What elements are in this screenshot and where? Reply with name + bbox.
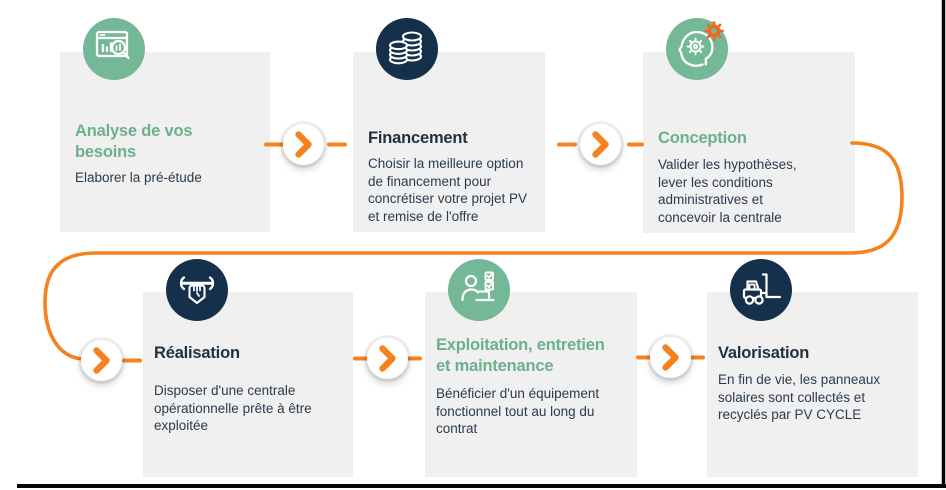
step-title: Réalisation <box>154 344 240 362</box>
step-icon-bubble <box>166 259 228 321</box>
step-title: Exploitation, entretien et maintenance <box>436 336 605 375</box>
step-card-financement: Financement Choisir la meilleure option … <box>353 18 545 232</box>
step-title: Analyse de vos besoins <box>75 122 193 161</box>
step-title: Conception <box>658 129 747 147</box>
coins-icon <box>388 31 423 65</box>
wrench-fist-icon <box>179 276 215 305</box>
flow-arrow-node-3 <box>81 340 122 381</box>
step-card-conception: Conception Valider les hypothèses, lever… <box>643 18 855 233</box>
chevron-right-icon <box>592 131 609 158</box>
chevron-right-icon <box>93 347 110 374</box>
step-description: Choisir la meilleure option de financeme… <box>368 156 528 224</box>
step-card-analyse: Analyse de vos besoins Elaborer la pré-é… <box>60 18 270 232</box>
step-card-realisation: Réalisation Disposer d'une centrale opér… <box>143 259 353 477</box>
chart-magnifier-icon <box>95 30 130 60</box>
step-icon-bubble <box>730 259 792 321</box>
step-description: En fin de vie, les panneaux solaires son… <box>718 372 881 422</box>
step-title: Valorisation <box>718 344 810 362</box>
step-description: Elaborer la pré-étude <box>75 170 202 185</box>
flow-arrow-node-5 <box>650 337 691 378</box>
chevron-right-icon <box>295 131 312 158</box>
step-icon-bubble <box>83 18 145 80</box>
forklift-icon <box>742 273 782 305</box>
step-description: Disposer d'une centrale opérationnelle p… <box>154 383 312 433</box>
step-card-exploitation: Exploitation, entretien et maintenance B… <box>425 259 637 477</box>
chevron-right-icon <box>379 345 396 372</box>
step-card-valorisation: Valorisation En fin de vie, les panneaux… <box>707 259 918 477</box>
step-title: Financement <box>368 129 468 147</box>
step-description: Valider les hypothèses, lever les condit… <box>658 157 797 225</box>
orange-gear <box>704 21 724 41</box>
mind-gears-icon <box>678 21 724 67</box>
step-icon-bubble <box>666 18 728 80</box>
flow-arrow-node-4 <box>367 338 408 379</box>
step-icon-bubble <box>376 18 438 80</box>
flow-arrow-node-2 <box>580 124 621 165</box>
step-description: Bénéficier d'un équipement fonctionnel t… <box>436 386 600 436</box>
operator-laptop-icon <box>461 271 495 302</box>
step-icon-bubble <box>448 259 510 321</box>
flow-arrow-node-1 <box>283 124 324 165</box>
chevron-right-icon <box>662 344 679 371</box>
